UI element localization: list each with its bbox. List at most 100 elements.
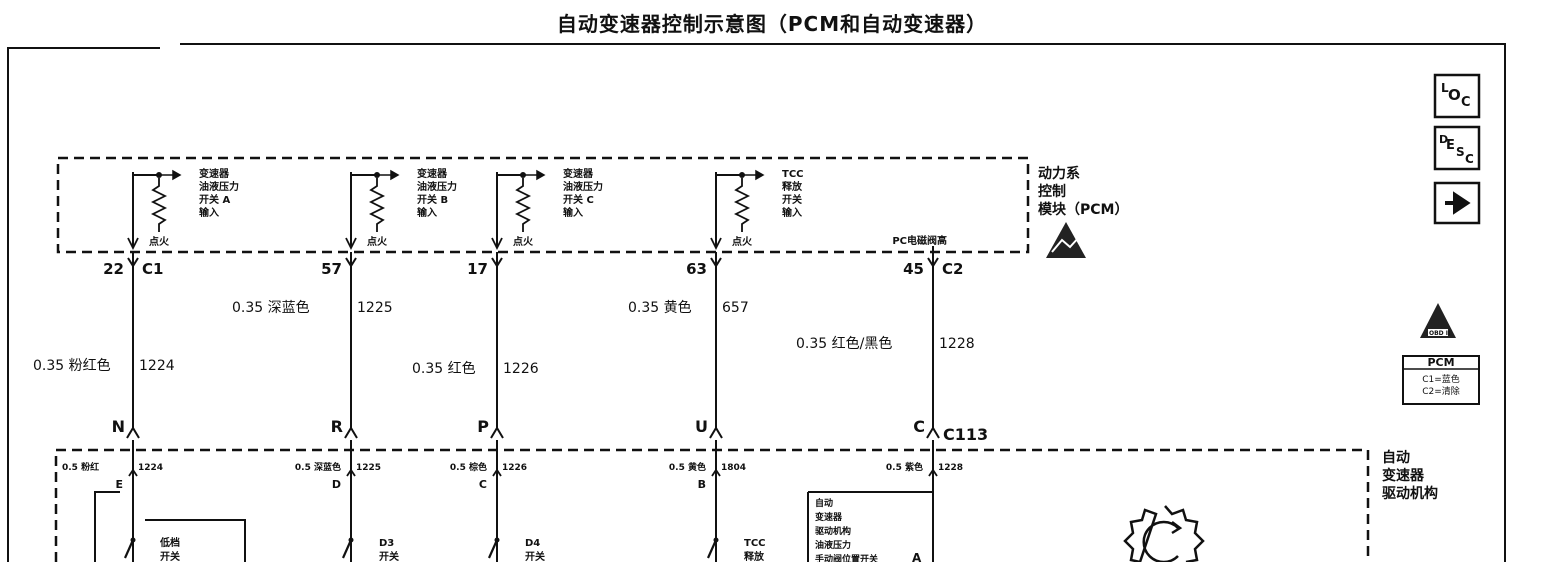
- wire-color-label: 0.35 红色: [412, 360, 476, 377]
- assembly-pin-label: A: [912, 551, 922, 562]
- svg-text:C: C: [1465, 152, 1474, 166]
- reference-arrow-icon: [742, 169, 765, 181]
- reference-arrow-icon: [159, 169, 182, 181]
- switch-input-label: 油液压力: [199, 180, 239, 193]
- switch-contact: [348, 537, 354, 543]
- c113-pin-fork: [490, 426, 504, 439]
- c113-pin-fork: [344, 426, 358, 439]
- switch-input-label: 变速器: [417, 167, 448, 180]
- pcm-pin-fork: [710, 257, 722, 268]
- switch-input-label: 变速器: [199, 167, 230, 180]
- pcm-pin-number: 57: [321, 260, 342, 278]
- svg-text:C1=蓝色: C1=蓝色: [1422, 373, 1460, 385]
- trans-circuit-number: 1226: [502, 463, 527, 473]
- pressure-switch: [706, 539, 718, 559]
- switch-input-label: 变速器: [563, 167, 594, 180]
- pcm-pin-fork: [127, 257, 139, 268]
- solenoid-label: PC电磁阀高: [892, 234, 947, 247]
- wire-circuit-number: 1224: [139, 358, 175, 374]
- switch-contact: [494, 537, 500, 543]
- pcm-input-arrow: [491, 237, 503, 251]
- reference-arrow-icon: [523, 169, 546, 181]
- switch-label: 低档: [159, 536, 180, 549]
- desc-icon[interactable]: D E S C: [1433, 125, 1481, 171]
- switch-input-label: 开关: [782, 193, 802, 206]
- pcm-pin-number: 63: [686, 260, 707, 278]
- pcm-label: 动力系 控制 模块（PCM）: [1038, 165, 1128, 218]
- resistor-icon: [368, 178, 386, 232]
- c113-pin-fork: [126, 426, 140, 439]
- svg-text:PCM: PCM: [1427, 356, 1454, 369]
- assembly-label: 自动 变速器 驱动机构 油液压力 手动阀位置开关: [815, 497, 878, 562]
- svg-text:OBD II: OBD II: [1429, 330, 1450, 337]
- switch-input-label: 开关 C: [563, 193, 594, 206]
- switch-label: 开关: [379, 550, 399, 562]
- reference-arrow-icon: [377, 169, 400, 181]
- trans-pin-arrow: [492, 468, 502, 477]
- svg-text:D: D: [1439, 133, 1448, 146]
- trans-wire-color: 0.5 黄色: [669, 461, 706, 473]
- switch-input-label: 开关 A: [199, 193, 230, 206]
- switch-label: 开关: [525, 550, 545, 562]
- switch-label: TCC: [744, 538, 766, 549]
- trans-wire-color: 0.5 紫色: [886, 461, 923, 473]
- esd-warning-icon: [1046, 222, 1086, 258]
- trans-wire-color: 0.5 粉红: [62, 461, 99, 473]
- svg-text:C: C: [1461, 95, 1471, 110]
- switch-label: D3: [379, 538, 394, 549]
- pcm-pin-number: 45: [903, 260, 924, 278]
- svg-text:S: S: [1456, 145, 1465, 159]
- trans-pin-letter: E: [115, 478, 123, 491]
- c113-pin-letter: P: [477, 417, 489, 436]
- switch-label: 释放: [744, 550, 765, 562]
- switch-input-label: 输入: [782, 206, 802, 219]
- outer-frame: [7, 43, 1506, 562]
- pcm-box: [56, 156, 1030, 254]
- pcm-connector-label: C1: [142, 260, 163, 278]
- switch-input-label: 释放: [782, 180, 803, 193]
- pressure-switch: [123, 539, 135, 559]
- pcm-connector-label: C2: [942, 260, 963, 278]
- trans-circuit-number: 1228: [938, 463, 963, 473]
- arrow-right-icon[interactable]: [1433, 181, 1481, 225]
- trans-pin-letter: B: [698, 478, 706, 491]
- wire-color-label: 0.35 黄色: [628, 299, 692, 316]
- switch-label: D4: [525, 538, 540, 549]
- wire-color-label: 0.35 粉红色: [33, 357, 111, 374]
- trans-pin-arrow: [711, 468, 721, 477]
- trans-pin-arrow: [128, 468, 138, 477]
- switch-input-label: TCC: [782, 169, 804, 180]
- wire-circuit-number: 657: [722, 300, 749, 316]
- svg-text:O: O: [1448, 86, 1461, 104]
- wire-circuit-number: 1225: [357, 300, 393, 316]
- pcm-pin-number: 17: [467, 260, 488, 278]
- svg-text:L: L: [1441, 81, 1449, 95]
- loc-icon[interactable]: L O C: [1433, 73, 1481, 119]
- ignition-label: 点火: [149, 235, 170, 248]
- switch-label: 开关: [160, 550, 180, 562]
- obd-ii-icon: OBD II: [1420, 303, 1456, 338]
- switch-input-label: 输入: [199, 206, 219, 219]
- trans-pin-letter: D: [332, 478, 341, 491]
- pcm-pin-fork: [345, 257, 357, 268]
- switch-input-label: 输入: [563, 206, 583, 219]
- trans-circuit-number: 1804: [721, 463, 746, 473]
- trans-wire-color: 0.5 棕色: [450, 461, 487, 473]
- c113-pin-fork: [709, 426, 723, 439]
- trans-pin-letter: C: [479, 478, 487, 491]
- c113-pin-fork: [926, 426, 940, 439]
- diagram-title: 自动变速器控制示意图（PCM和自动变速器）: [556, 12, 988, 36]
- trans-pin-arrow: [346, 468, 356, 477]
- pcm-pin-fork: [927, 257, 939, 268]
- switch-input-label: 开关 B: [417, 193, 448, 206]
- wire-circuit-number: 1226: [503, 361, 539, 377]
- switch-contact: [130, 537, 136, 543]
- low-switch-box: [94, 491, 246, 562]
- wire-color-label: 0.35 红色/黑色: [796, 335, 892, 352]
- wire-color-label: 0.35 深蓝色: [232, 299, 310, 316]
- switch-input-label: 输入: [417, 206, 437, 219]
- pcm-input-arrow: [710, 237, 722, 251]
- ignition-label: 点火: [732, 235, 753, 248]
- switch-contact: [713, 537, 719, 543]
